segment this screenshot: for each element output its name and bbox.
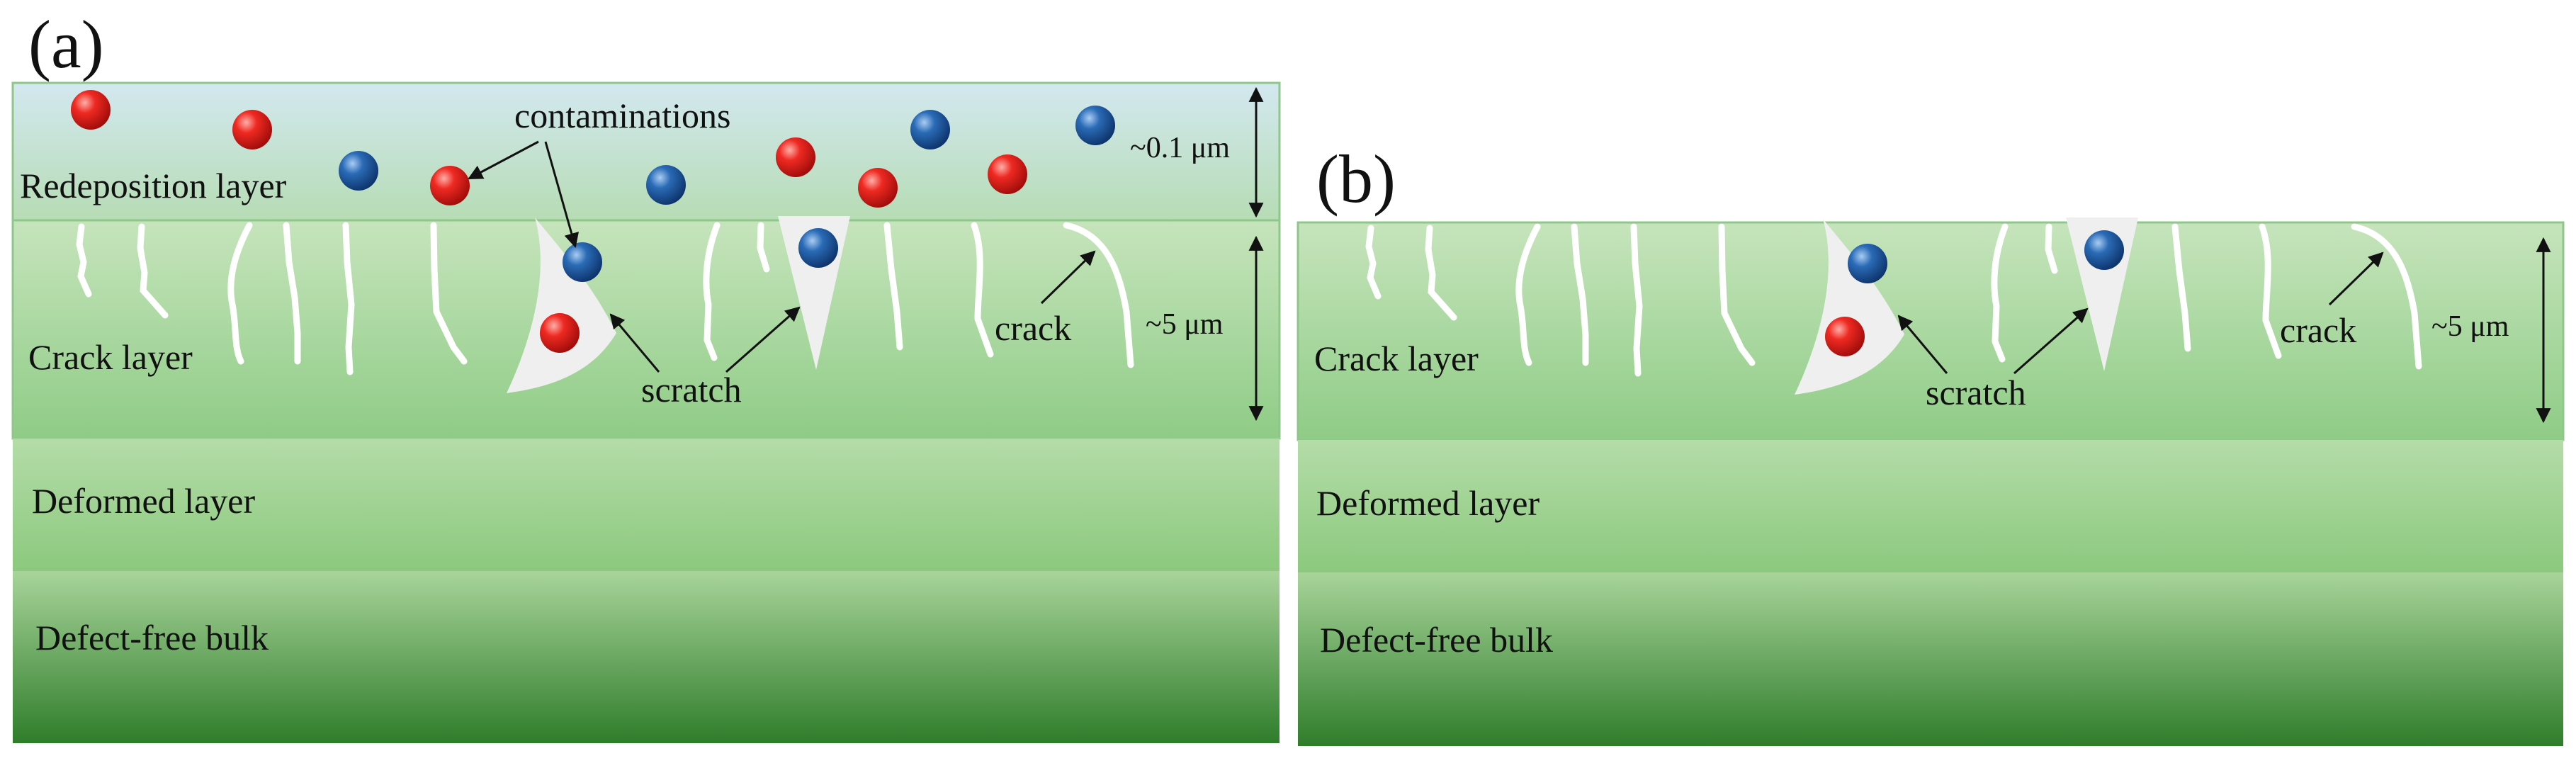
scratch-label: scratch bbox=[1926, 373, 2026, 412]
contamination-particles bbox=[1825, 230, 2124, 356]
crack-line bbox=[2171, 223, 2191, 352]
crack-line bbox=[1718, 223, 1756, 366]
deformed-layer bbox=[1298, 440, 2563, 572]
deformed-layer-label: Deformed layer bbox=[32, 481, 255, 521]
crack-arrow bbox=[2328, 251, 2384, 306]
red-contamination-particle bbox=[232, 110, 272, 149]
bulk-label: Defect-free bulk bbox=[1320, 620, 1553, 660]
contaminations-arrow bbox=[544, 141, 579, 249]
crack-line bbox=[1571, 223, 1589, 366]
blue-contamination-particle bbox=[646, 165, 686, 205]
crack-line bbox=[2045, 223, 2058, 274]
crack-line bbox=[1365, 225, 1382, 300]
panel-b: (b) Crack layer scratch crack ~5 μm Defo… bbox=[1297, 141, 2565, 746]
blue-contamination-particle bbox=[563, 242, 602, 282]
crack-line bbox=[76, 223, 92, 298]
defect-free-bulk bbox=[1298, 572, 2563, 746]
scratch-arrow bbox=[1897, 315, 1948, 374]
crack-line bbox=[2259, 223, 2282, 359]
crack-line bbox=[1630, 223, 1643, 377]
contamination-particles bbox=[71, 90, 1115, 353]
red-contamination-particle bbox=[1825, 317, 1865, 356]
crack-line bbox=[2351, 223, 2422, 370]
crack-line bbox=[430, 222, 468, 365]
blue-contamination-particle bbox=[910, 110, 950, 149]
bulk-label: Defect-free bulk bbox=[35, 618, 269, 657]
panel-tag: (b) bbox=[1316, 141, 1396, 217]
crack-line bbox=[342, 222, 355, 375]
red-contamination-particle bbox=[430, 166, 470, 205]
crack-lines bbox=[1365, 223, 2422, 377]
crack-layer-label: Crack layer bbox=[1314, 339, 1479, 378]
crack-label: crack bbox=[995, 308, 1071, 348]
red-contamination-particle bbox=[540, 313, 580, 353]
blue-contamination-particle bbox=[2084, 230, 2124, 270]
crack-layer bbox=[11, 219, 1281, 440]
blue-contamination-particle bbox=[339, 151, 378, 191]
deformed-layer-label: Deformed layer bbox=[1316, 483, 1540, 523]
redeposition-thickness-label: ~0.1 μm bbox=[1130, 132, 1230, 164]
crack-line bbox=[1063, 222, 1134, 368]
red-contamination-particle bbox=[858, 168, 898, 208]
crack-thickness-label: ~5 μm bbox=[1146, 308, 1224, 341]
crack-line bbox=[703, 222, 721, 361]
redeposition-label: Redeposition layer bbox=[20, 166, 287, 205]
crack-line bbox=[283, 222, 301, 365]
crack-arrow bbox=[1040, 250, 1096, 305]
crack-lines bbox=[76, 222, 1134, 375]
crack-layer bbox=[1297, 221, 2565, 441]
crack-line bbox=[1515, 223, 1541, 366]
scratch-label: scratch bbox=[641, 370, 742, 409]
crack-line bbox=[227, 222, 253, 365]
contaminations-arrow bbox=[468, 140, 539, 180]
scratch-shape bbox=[507, 217, 616, 393]
scratch-shape bbox=[1795, 219, 1904, 395]
defect-free-bulk bbox=[13, 571, 1279, 743]
scratch-arrow bbox=[609, 313, 660, 373]
crack-line bbox=[1991, 223, 2009, 363]
blue-contamination-particle bbox=[1848, 244, 1887, 283]
crack-line bbox=[883, 222, 903, 351]
crack-layer-label: Crack layer bbox=[28, 337, 193, 377]
red-contamination-particle bbox=[71, 90, 111, 130]
blue-contamination-particle bbox=[1075, 106, 1115, 145]
panel-a: (a) Redeposition layer contaminations ~0… bbox=[11, 6, 1281, 743]
red-contamination-particle bbox=[776, 137, 815, 177]
contaminations-label: contaminations bbox=[514, 96, 731, 135]
redeposition-layer bbox=[11, 81, 1281, 222]
blue-contamination-particle bbox=[798, 228, 838, 268]
crack-line bbox=[1425, 225, 1457, 321]
scratch-arrow bbox=[725, 306, 801, 373]
panel-tag: (a) bbox=[28, 6, 104, 82]
crack-line bbox=[137, 223, 169, 319]
crack-line bbox=[757, 222, 770, 273]
crack-label: crack bbox=[2280, 310, 2356, 350]
deformed-layer bbox=[13, 439, 1279, 571]
scratch-arrow bbox=[2013, 307, 2089, 375]
crack-line bbox=[971, 222, 994, 358]
crack-thickness-label: ~5 μm bbox=[2431, 310, 2509, 343]
red-contamination-particle bbox=[988, 154, 1027, 194]
